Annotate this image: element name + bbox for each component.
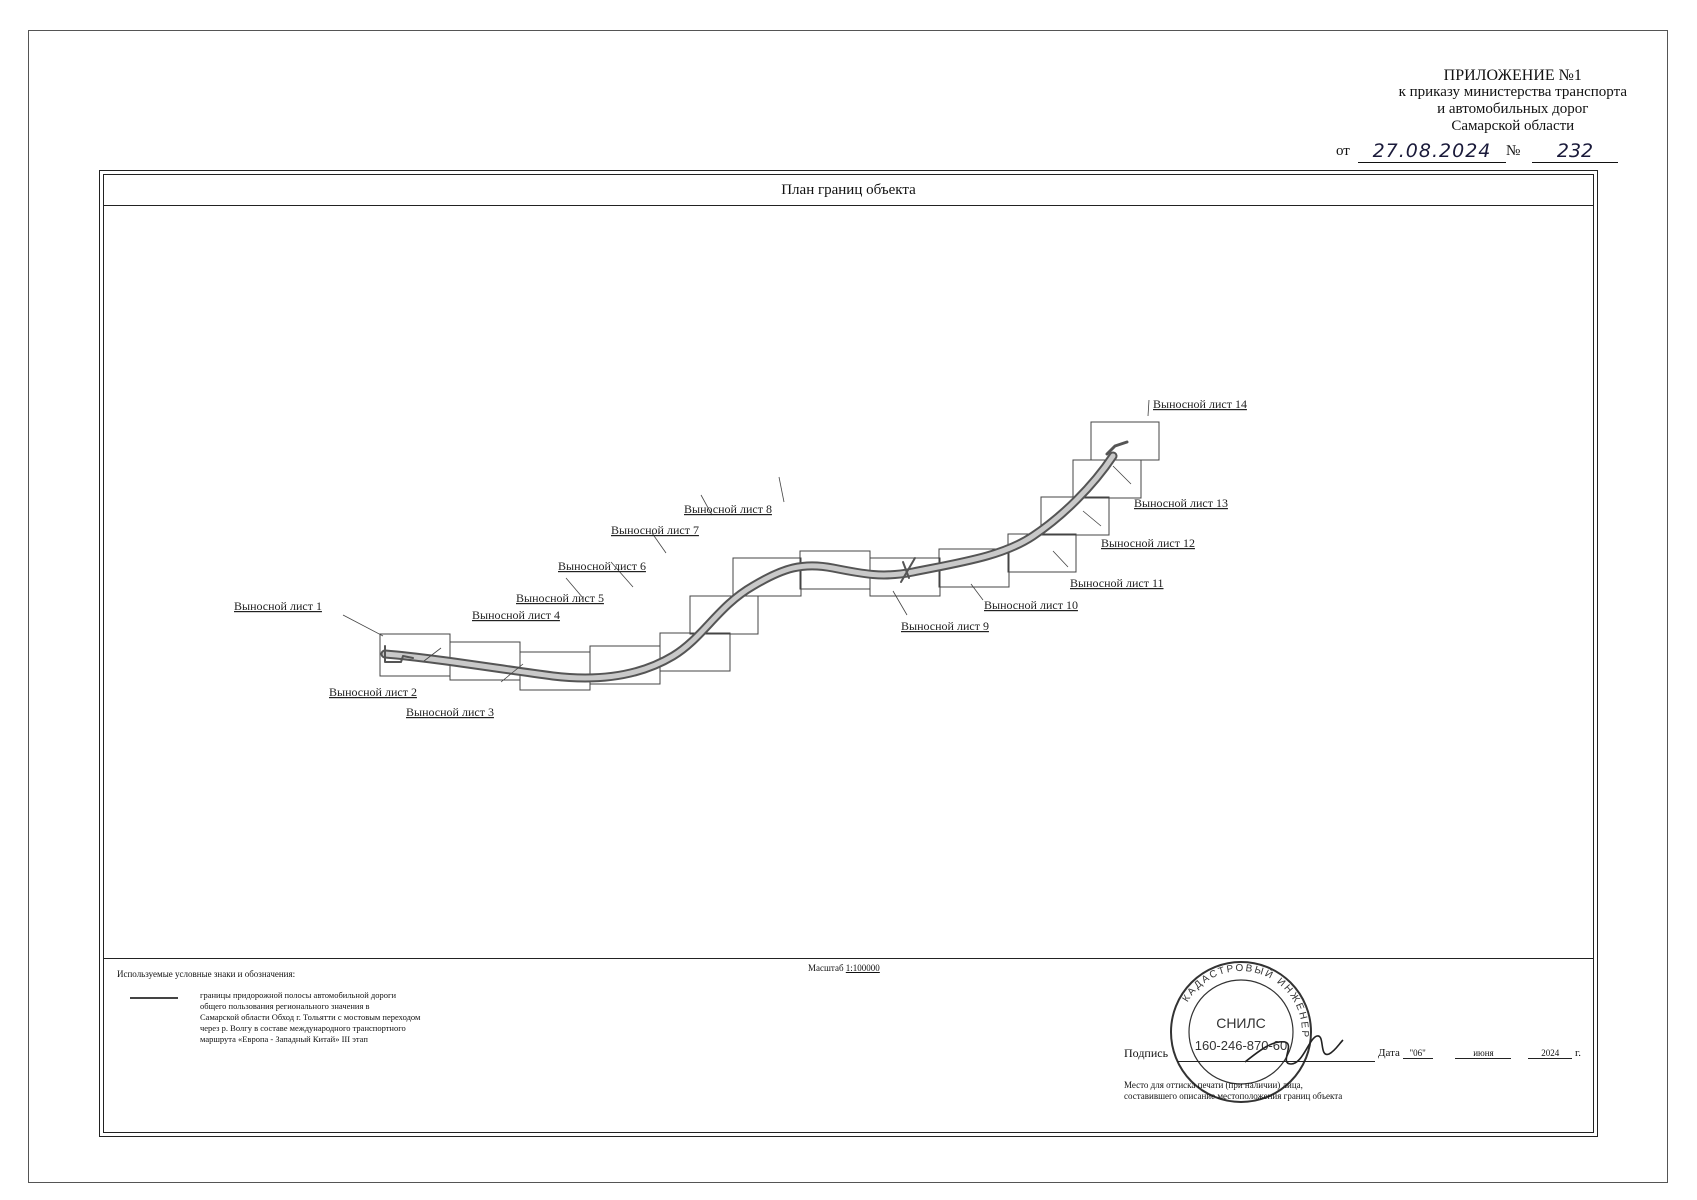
date-day: "06": [1402, 1048, 1433, 1059]
date-year: 2024: [1528, 1048, 1573, 1059]
legend-description: границы придорожной полосы автомобильной…: [200, 990, 520, 1045]
callout-sheet-10: Выносной лист 10: [984, 598, 1078, 612]
road-start-terminal: [384, 645, 414, 663]
document-header: ПРИЛОЖЕНИЕ №1 к приказу министерства тра…: [1399, 67, 1627, 135]
from-label: от: [1336, 143, 1350, 159]
callout-sheet-4: Выносной лист 4: [472, 608, 560, 622]
callout-sheet-6: Выносной лист 6: [558, 559, 646, 573]
road-corridor: [380, 440, 1129, 683]
appendix-title: ПРИЛОЖЕНИЕ №1: [1443, 67, 1582, 84]
legend-line: через р. Волгу в составе международного …: [200, 1023, 406, 1033]
scale-value: 1:100000: [845, 963, 880, 973]
callout-sheet-3: Выносной лист 3: [406, 705, 494, 719]
road-center-band: [382, 453, 1116, 681]
map-scale: Масштаб 1:100000: [808, 963, 880, 973]
callout-leaders: [342, 399, 1150, 683]
callout-sheet-12: Выносной лист 12: [1101, 536, 1195, 550]
order-date: 27.08.2024: [1358, 140, 1506, 163]
callout-labels: Выносной лист 1 Выносной лист 2 Выносной…: [234, 397, 1247, 719]
cadastral-engineer-seal: КАДАСТРОВЫЙ ИНЖЕНЕР СНИЛС 160-246-870-60: [1170, 961, 1312, 1103]
header-line-2: к приказу министерства транспорта: [1398, 84, 1627, 100]
seal-note-line-2: составившего описание местоположения гра…: [1124, 1091, 1343, 1101]
sheet-frame-14: [1090, 421, 1160, 461]
road-outer-band: [380, 451, 1118, 683]
header-line-3: и автомобильных дорог: [1437, 101, 1589, 117]
legend-line: границы придорожной полосы автомобильной…: [200, 990, 397, 1000]
handwritten-signature: [1244, 1035, 1344, 1065]
legend-divider: [103, 958, 1594, 959]
legend-line: общего пользования регионального значени…: [200, 1001, 370, 1011]
seal-snils-label: СНИЛС: [1216, 1015, 1266, 1031]
boundary-plan-map: Выносной лист 1 Выносной лист 2 Выносной…: [234, 397, 1247, 719]
callout-sheet-11: Выносной лист 11: [1070, 576, 1164, 590]
road-end-terminal: [1105, 440, 1129, 456]
plan-title: План границ объекта: [103, 175, 1594, 206]
legend-line: Самарской области Обход г. Тольятти с мо…: [200, 1012, 421, 1022]
callout-sheet-5: Выносной лист 5: [516, 591, 604, 605]
inner-frame: [103, 174, 1594, 1133]
callout-sheet-9: Выносной лист 9: [901, 619, 989, 633]
order-reference: от 27.08.2024 № 232: [1336, 140, 1618, 163]
seal-snils-number: 160-246-870-60: [1195, 1038, 1288, 1053]
seal-placement-note: Место для оттиска печати (при наличии) л…: [1124, 1080, 1444, 1102]
sheet-frame-6: [689, 595, 759, 635]
signature-line: [1177, 1061, 1375, 1062]
interchange-mark: [900, 557, 916, 583]
seal-note-line-1: Место для оттиска печати (при наличии) л…: [1124, 1080, 1303, 1090]
callout-sheet-14: Выносной лист 14: [1153, 397, 1247, 411]
date-year-suffix: г.: [1574, 1047, 1581, 1059]
legend-title: Используемые условные знаки и обозначени…: [117, 969, 296, 979]
number-label: №: [1506, 143, 1521, 159]
legend-boundary-symbol: [130, 997, 178, 999]
callout-sheet-7: Выносной лист 7: [611, 523, 699, 537]
callout-sheet-13: Выносной лист 13: [1134, 496, 1228, 510]
signature-date: Дата "06" июня 2024 г.: [1378, 1047, 1581, 1059]
date-label: Дата: [1378, 1047, 1400, 1059]
scale-label: Масштаб: [808, 963, 844, 973]
callout-sheet-1: Выносной лист 1: [234, 599, 322, 613]
order-number: 232: [1532, 140, 1618, 163]
callout-sheet-2: Выносной лист 2: [329, 685, 417, 699]
signature-label: Подпись: [1124, 1046, 1169, 1060]
date-month: июня: [1455, 1048, 1512, 1059]
outer-frame: [99, 170, 1598, 1137]
legend-line: маршрута «Европа - Западный Китай» III э…: [200, 1034, 368, 1044]
header-line-4: Самарской области: [1451, 118, 1575, 134]
sheet-frame-7: [732, 557, 802, 597]
sheet-frames: [379, 421, 1160, 691]
page-border: [28, 30, 1668, 1183]
callout-sheet-8: Выносной лист 8: [684, 502, 772, 516]
